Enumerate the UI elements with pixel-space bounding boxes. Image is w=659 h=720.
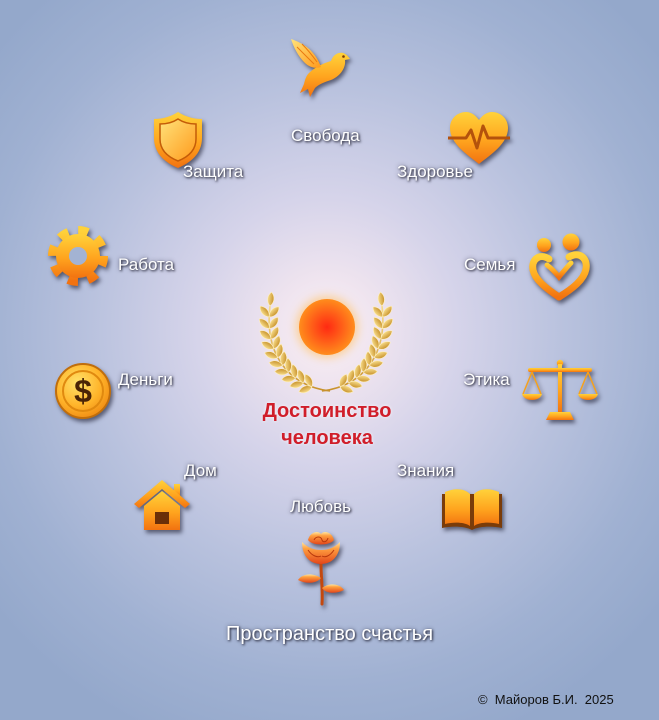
label-work: Работа <box>118 255 175 274</box>
laurel-leaf <box>261 341 275 350</box>
shield-icon <box>154 112 202 168</box>
laurel-leaf <box>339 385 354 394</box>
laurel-leaf <box>368 343 377 359</box>
laurel-leaf <box>371 335 380 350</box>
laurel-leaf <box>259 305 270 318</box>
center-title-line-2: человека <box>281 427 373 449</box>
label-money: Деньги <box>118 370 173 389</box>
family-heart-icon <box>529 233 590 301</box>
diagram-caption: Пространство счастья <box>226 623 434 645</box>
laurel-leaves <box>259 291 393 394</box>
center-title-line-1: Достоинство <box>262 400 392 422</box>
scales-icon <box>522 359 598 420</box>
rose-icon <box>298 532 344 606</box>
laurel-leaf <box>355 375 371 383</box>
copyright-notice: © Майоров Б.И. 2025 <box>478 692 614 707</box>
laurel-leaf <box>270 326 279 340</box>
gear-icon <box>48 226 108 286</box>
laurel-leaf <box>347 369 355 384</box>
laurel-leaf <box>289 380 304 389</box>
label-home: Дом <box>184 461 217 480</box>
laurel-leaf <box>269 316 279 329</box>
laurel-leaf <box>377 291 385 307</box>
laurel-leaf <box>272 335 281 350</box>
laurel-leaf <box>380 330 393 340</box>
laurel-leaf <box>297 369 305 384</box>
center-title: Достоинство человека <box>217 398 437 452</box>
laurel-leaf <box>274 368 290 376</box>
label-defense: Защита <box>183 162 244 181</box>
house-icon <box>134 480 190 530</box>
laurel-leaf <box>298 385 313 394</box>
laurel-leaf <box>365 351 373 366</box>
laurel-leaf <box>382 305 393 318</box>
label-ethics: Этика <box>463 370 510 389</box>
laurel-leaf <box>267 291 275 307</box>
laurel-leaf <box>362 368 378 376</box>
laurel-leaf <box>280 351 287 366</box>
laurel-leaf <box>377 341 391 350</box>
laurel-leaf <box>354 363 362 379</box>
laurel-leaf <box>268 306 280 318</box>
label-family: Семья <box>464 255 516 274</box>
laurel-leaf <box>290 363 298 379</box>
heart-pulse-icon <box>448 112 510 164</box>
laurel-leaf <box>275 343 284 359</box>
label-knowledge: Знания <box>397 461 455 480</box>
laurel-leaf <box>259 318 270 329</box>
laurel-leaf <box>373 326 382 340</box>
laurel-leaf <box>304 373 313 388</box>
laurel-leaf <box>373 316 383 329</box>
laurel-leaf <box>372 306 384 318</box>
laurel-leaf <box>382 318 393 329</box>
label-love: Любовь <box>290 497 351 516</box>
dove-icon <box>291 39 350 97</box>
label-health: Здоровье <box>397 162 473 181</box>
laurel-leaf <box>281 375 297 383</box>
laurel-leaf <box>348 380 363 389</box>
laurel-leaf <box>268 360 284 368</box>
laurel-leaf <box>373 351 388 359</box>
laurel-leaf <box>264 351 279 359</box>
open-book-icon <box>442 489 502 530</box>
laurel-leaf <box>360 357 368 373</box>
laurel-leaf <box>339 373 348 388</box>
label-freedom: Свобода <box>291 126 360 145</box>
laurel-leaf <box>284 357 292 373</box>
laurel-wreath-icon <box>259 291 393 394</box>
sun-icon <box>299 299 355 355</box>
laurel-leaf <box>368 360 384 368</box>
dollar-coin-icon: $ <box>55 363 111 419</box>
laurel-leaf <box>259 330 272 340</box>
dollar-symbol: $ <box>74 373 92 409</box>
